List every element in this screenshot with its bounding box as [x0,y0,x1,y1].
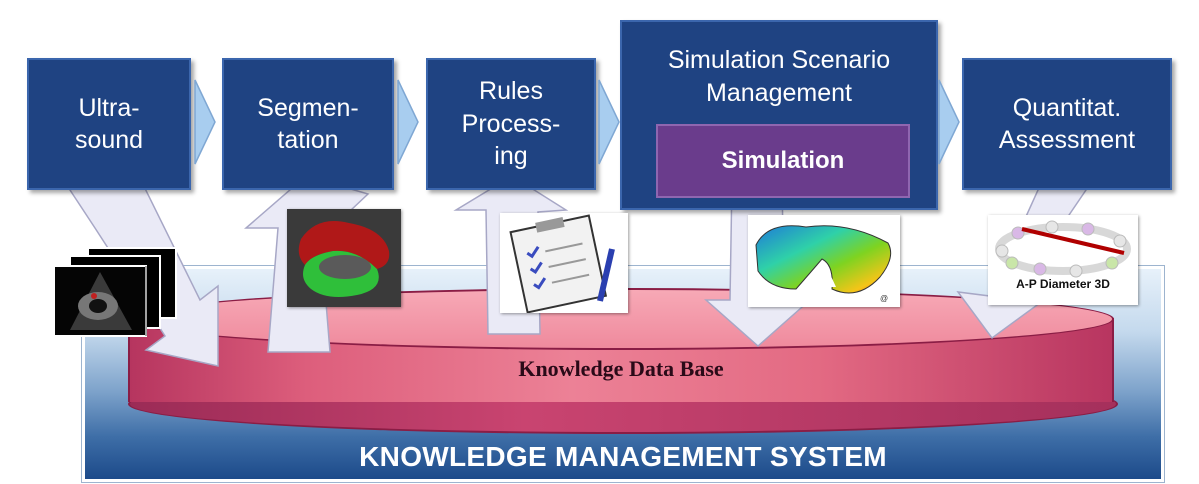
heart-valve-segmentation-icon [287,209,401,307]
svg-text:@: @ [880,294,888,303]
simulation-box: Simulation [656,124,910,198]
chevron-3-icon [598,79,620,165]
ultrasound-label: Ultra- sound [74,93,144,155]
chevron-4-icon [938,79,960,165]
rules-processing-label: Rules Process- ing [461,77,561,171]
clipboard-checklist-icon [500,213,628,313]
quantitative-assessment-box: Quantitat. Assessment [962,58,1172,190]
knowledge-management-system-label: KNOWLEDGE MANAGEMENT SYSTEM [359,441,887,472]
simulation-scenario-management-label: Simulation Scenario Management [667,46,891,107]
valve-stress-map-icon: @ [748,215,900,307]
chevron-1-icon [194,79,216,165]
quantitative-assessment-label: Quantitat. Assessment [998,93,1136,155]
segmentation-label: Segmen- tation [257,93,359,155]
ap-diameter-ring-icon [995,220,1131,278]
chevron-2-icon [397,79,419,165]
ultrasound-box: Ultra- sound [27,58,191,190]
simulation-scenario-management-box: Simulation Scenario Management Simulatio… [620,20,938,210]
rules-processing-box: Rules Process- ing [426,58,596,190]
ap-diameter-caption: A-P Diameter 3D [1016,277,1110,291]
simulation-label: Simulation [721,147,845,175]
ap-diameter-card: A-P Diameter 3D [988,215,1138,305]
ultrasound-stack-icon [53,247,177,337]
knowledge-data-base-label: Knowledge Data Base [518,356,724,381]
segmentation-box: Segmen- tation [222,58,394,190]
